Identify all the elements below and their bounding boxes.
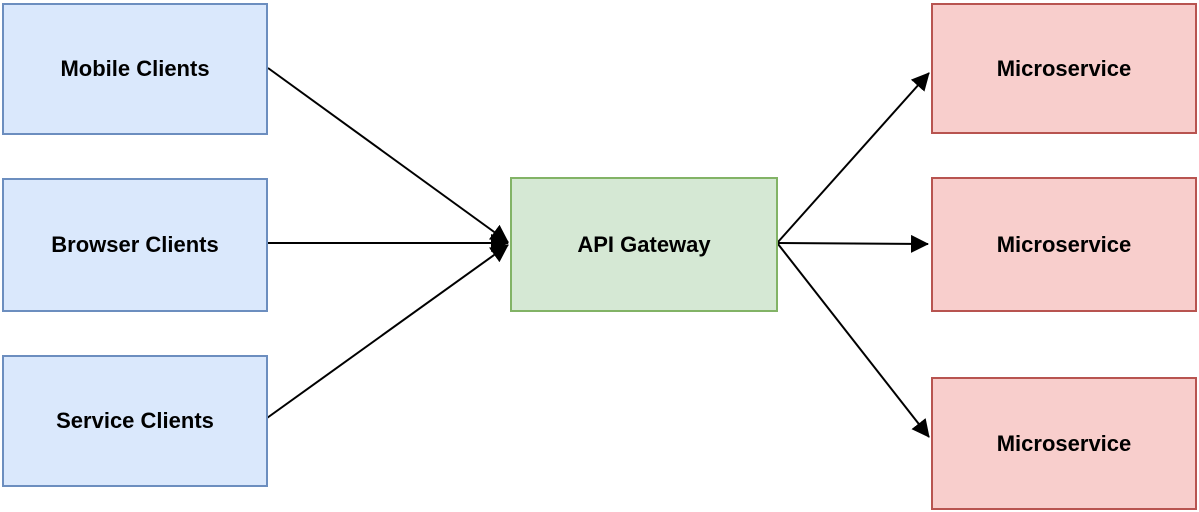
node-microservice-middle-label: Microservice: [996, 231, 1132, 257]
node-api-gateway: API Gateway: [510, 177, 778, 312]
node-browser-clients-label: Browser Clients: [51, 232, 219, 257]
arrow-api-gateway-to-microservice-top: [777, 72, 930, 243]
arrow-mobile-clients-to-api-gateway: [267, 67, 509, 243]
node-microservice-bottom-label: Microservice: [996, 430, 1132, 456]
node-microservice-top-label: Microservice: [996, 55, 1132, 81]
node-browser-clients: Browser Clients: [2, 178, 268, 312]
node-service-clients: Service Clients: [2, 355, 268, 487]
node-microservice-middle: Microservice: [931, 177, 1197, 312]
node-api-gateway-label: API Gateway: [577, 231, 711, 257]
node-mobile-clients-label: Mobile Clients: [60, 56, 210, 81]
arrow-service-clients-to-api-gateway: [266, 244, 509, 419]
arrow-api-gateway-to-microservice-bottom: [777, 243, 930, 438]
node-microservice-bottom: Microservice: [931, 377, 1197, 510]
node-microservice-top: Microservice: [931, 3, 1197, 134]
node-mobile-clients: Mobile Clients: [2, 3, 268, 135]
node-service-clients-label: Service Clients: [56, 408, 214, 433]
arrow-api-gateway-to-microservice-middle: [777, 234, 929, 253]
